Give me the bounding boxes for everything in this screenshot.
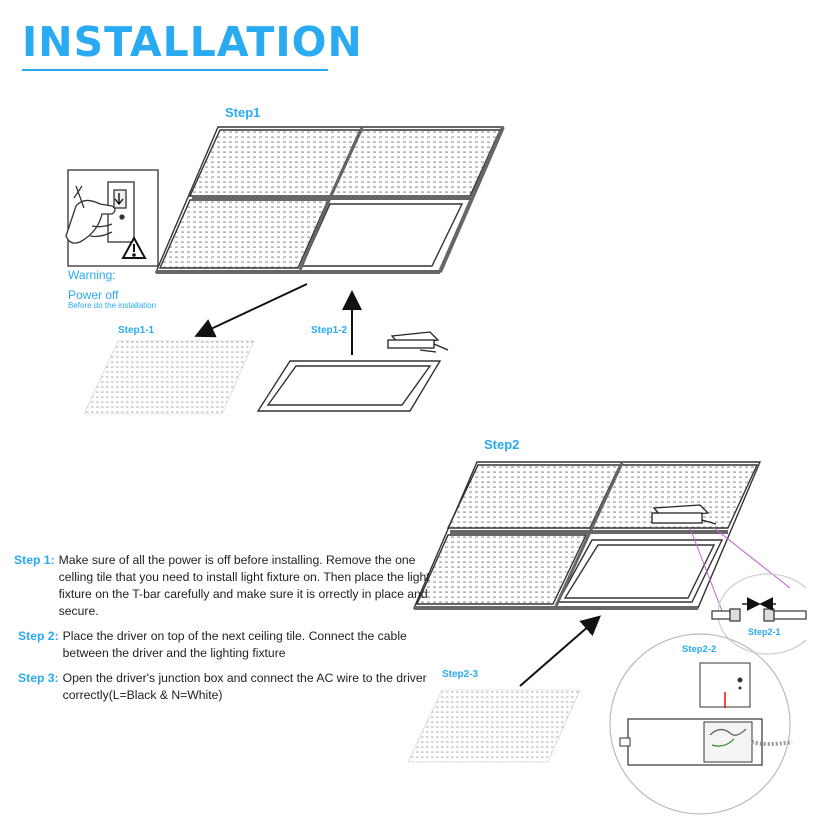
- light-fixture: [256, 360, 442, 412]
- installed-fixture: [556, 539, 724, 603]
- instruction-key: Step 3:: [18, 671, 59, 685]
- ceiling-tile: [415, 534, 588, 605]
- step2-label: Step2: [484, 437, 520, 452]
- open-ceiling-slot: [300, 203, 464, 267]
- arrow-remove-tile: [194, 283, 308, 338]
- removed-tile: [83, 340, 255, 415]
- instruction-text: Open the driver's junction box and conne…: [62, 671, 427, 702]
- instruction-step-1: Step 1: Make sure of all the power is of…: [14, 552, 434, 620]
- connector-callout: [711, 573, 807, 655]
- page-title: INSTALLATION: [22, 18, 363, 66]
- step1-1-label: Step1-1: [118, 325, 155, 336]
- warning-heading: Warning:: [68, 268, 116, 282]
- title-underline: [22, 69, 328, 71]
- instruction-key: Step 1:: [14, 553, 55, 567]
- driver-box: [387, 331, 449, 353]
- step1-ceiling: [154, 126, 505, 274]
- instruction-text: Place the driver on top of the next ceil…: [62, 629, 407, 660]
- ceiling-tile: [158, 199, 330, 269]
- step2-3-label: Step2-3: [442, 669, 479, 680]
- instruction-step-2: Step 2: Place the driver on top of the n…: [18, 628, 434, 662]
- instruction-list: Step 1: Make sure of all the power is of…: [14, 552, 434, 712]
- switch-hand-icon: [65, 169, 159, 267]
- arrow-tile-return: [519, 615, 602, 687]
- warning-triangle-icon: [121, 235, 147, 259]
- instruction-key: Step 2:: [18, 629, 59, 643]
- driver-box: [651, 504, 717, 525]
- step1-label: Step1: [225, 105, 261, 120]
- step2-ceiling: [412, 461, 762, 610]
- step2-1-label: Step2-1: [748, 627, 781, 637]
- removed-tile: [407, 689, 581, 763]
- warning-power-off: Power off: [68, 288, 119, 302]
- junction-box-callout: [609, 633, 793, 815]
- callout-line: [713, 527, 791, 589]
- warning-before-install: Before do the installation: [68, 301, 157, 310]
- instruction-text: Make sure of all the power is off before…: [58, 553, 430, 618]
- callout-line: [689, 527, 725, 617]
- instruction-step-3: Step 3: Open the driver's junction box a…: [18, 670, 434, 704]
- step1-2-label: Step1-2: [311, 325, 348, 336]
- step2-2-label: Step2-2: [682, 644, 717, 655]
